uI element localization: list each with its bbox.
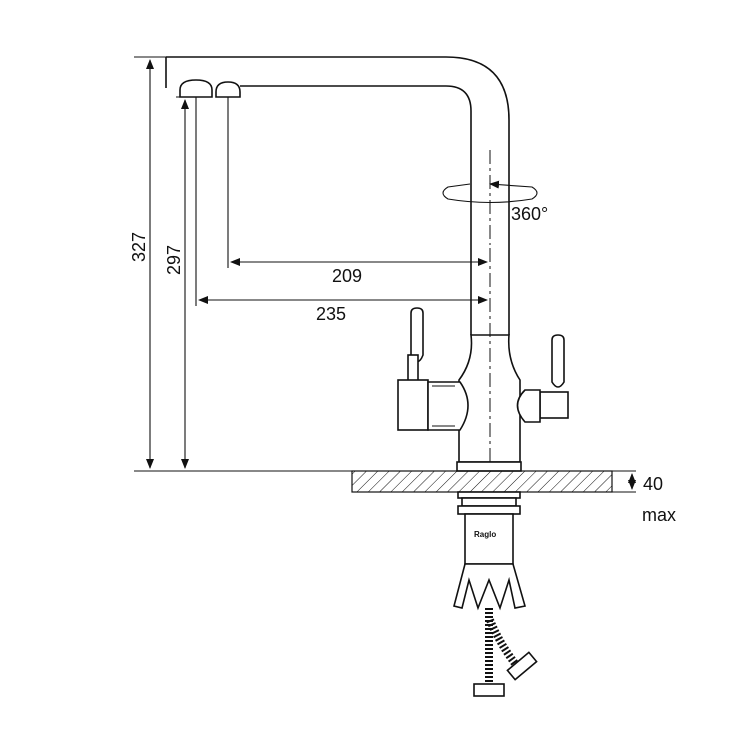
mount-sleeve [464,513,514,565]
aerator-left [179,79,213,98]
dim-reach-short: 209 [332,266,362,286]
right-handle-cap [539,391,569,419]
dim-reach-long: 235 [316,304,346,324]
left-handle-stem [407,354,419,384]
dim-counter-thickness: 40 [643,474,663,494]
mount-claws [453,563,527,611]
dim-counter-thickness-unit: max [642,505,676,525]
mount-nut-top [457,491,521,499]
rotation-arrow-icon [442,180,538,204]
countertop [351,470,613,493]
hose-fitting-left [473,683,505,697]
base-ring [456,461,522,472]
right-valve [516,389,541,423]
aerator-right [215,81,241,98]
left-handle-lever [410,307,424,363]
left-valve [427,381,469,431]
brand-label: Raglo [474,530,496,539]
spout-inner [240,85,472,335]
dim-rotation: 360° [511,204,548,224]
left-handle-cap [397,379,429,431]
spout-outer [166,56,510,335]
mount-washer [461,497,517,507]
mount-nut [457,505,521,515]
hose-right [486,618,524,673]
dim-total-height: 327 [129,232,149,262]
dim-spout-height: 297 [164,245,184,275]
right-handle-lever [551,334,565,388]
hose-fitting-right [506,651,538,681]
